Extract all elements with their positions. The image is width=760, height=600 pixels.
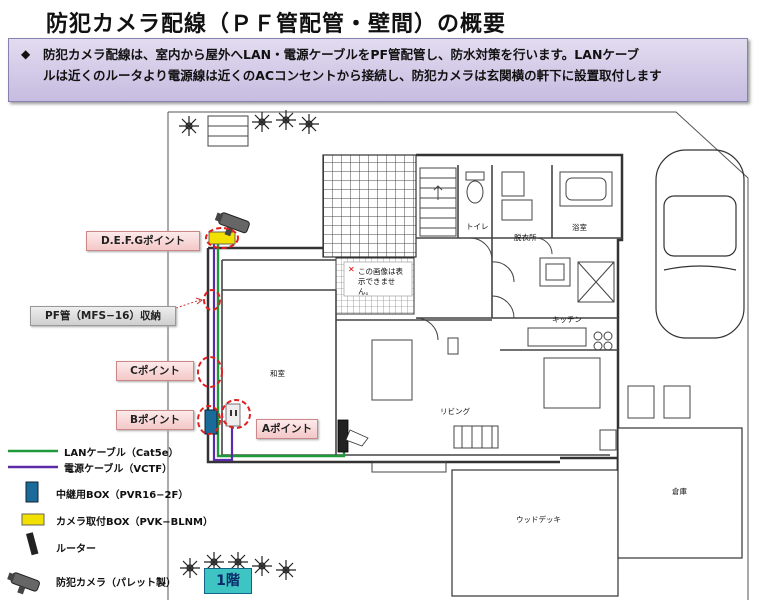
carport-car: [655, 149, 745, 339]
description-line-1: 防犯カメラ配線は、室内から屋外へLAN・電源ケーブルをPF管配管し、防水対策を行…: [43, 47, 640, 62]
room-label-living: リビング: [440, 407, 470, 416]
storage-shed: [617, 427, 743, 559]
room-label-kitchen: キッチン: [552, 315, 582, 324]
image-error-icon: ✕: [348, 265, 355, 274]
callout-a-point: Aポイント: [256, 419, 318, 439]
tiled-porch: [322, 154, 417, 258]
stairs: [419, 167, 457, 237]
callout-defg-point: D.E.F.Gポイント: [86, 231, 200, 251]
description-line-2: ルは近くのルータより電源線は近くのACコンセントから接続し、防犯カメラは玄関横の…: [43, 68, 662, 83]
floor-badge: 1階: [204, 568, 252, 594]
room-label-storage: 倉庫: [672, 487, 687, 496]
legend-camera-box: カメラ取付BOX（PVK−BLNM）: [56, 517, 213, 528]
porch-steps: [371, 461, 447, 473]
legend-power-cable: 電源ケーブル（VCTF）: [64, 464, 173, 475]
bathtub: [559, 171, 613, 207]
page-title: 防犯カメラ配線（ＰＦ管配管・壁間）の概要: [46, 12, 507, 37]
callout-c-point: Cポイント: [116, 361, 194, 381]
wood-deck: [451, 469, 619, 597]
callout-markers: [197, 227, 251, 435]
ac-outlet: [225, 403, 241, 427]
legend-router: ルーター: [56, 544, 96, 555]
room-label-deck: ウッドデッキ: [516, 515, 561, 524]
image-placeholder-box: [343, 261, 413, 297]
toilet-fixture: [465, 171, 485, 204]
image-placeholder-text-3: ん。: [358, 287, 373, 296]
description-box: ◆ 防犯カメラ配線は、室内から屋外へLAN・電源ケーブルをPF管配管し、防水対策…: [8, 38, 748, 102]
callout-pf-pipe: PF管（MFS−16）収納: [30, 306, 176, 326]
callout-b-point: Bポイント: [116, 410, 194, 430]
bullet-diamond: ◆: [21, 47, 31, 61]
legend-camera: 防犯カメラ（パレット製）: [56, 578, 176, 589]
room-label-dressing: 脱衣所: [514, 233, 537, 242]
room-label-washitsu: 和室: [270, 369, 285, 378]
legend-graphics: [7, 449, 58, 595]
kitchen-fixtures: [527, 257, 615, 351]
living-furniture: [371, 337, 601, 449]
pf-leader-line: [175, 299, 201, 309]
power-cable-line: [212, 244, 234, 462]
legend-relay-box: 中継用BOX（PVR16−2F）: [56, 490, 189, 501]
legend-lan-cable: LANケーブル（Cat5e）: [64, 448, 179, 459]
outdoor-units: [599, 385, 691, 451]
router-icon: [337, 419, 369, 453]
image-placeholder-text-2: 示できませ: [358, 277, 396, 286]
dressing-fixtures: [501, 171, 533, 221]
plant-icons: [179, 110, 319, 580]
room-label-bath: 浴室: [572, 223, 587, 232]
camera-mount-box: [208, 231, 236, 245]
room-label-toilet: トイレ: [466, 222, 489, 231]
site-boundary: [167, 111, 749, 600]
entrance-steps: [207, 115, 249, 147]
image-placeholder-text-1: この画像は表: [358, 267, 403, 276]
door-swings: [415, 237, 553, 341]
pf-leader-arrow: [195, 297, 204, 305]
